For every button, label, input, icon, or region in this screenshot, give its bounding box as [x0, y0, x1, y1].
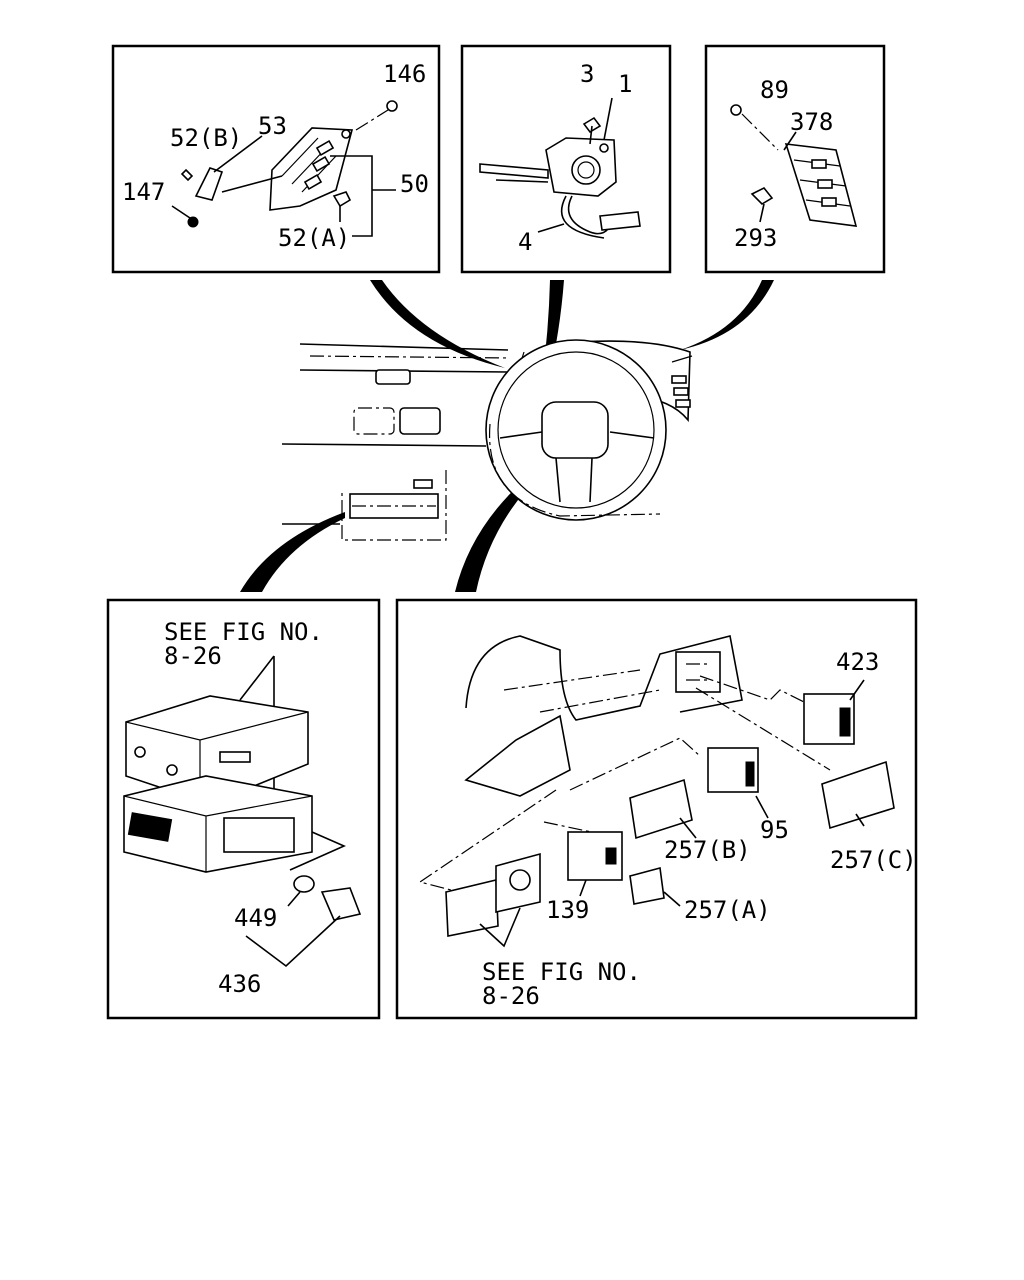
- label-52a: 52(A): [278, 224, 350, 252]
- label-89: 89: [760, 76, 789, 104]
- screw-147-icon: [187, 216, 199, 228]
- screw-3-icon: [582, 116, 602, 134]
- switch-center-ring: [571, 155, 601, 185]
- label-95: 95: [760, 816, 789, 844]
- label-257b: 257(B): [664, 836, 751, 864]
- steering-hub: [541, 401, 609, 459]
- label-53: 53: [258, 112, 287, 140]
- cap-257a: [629, 866, 665, 905]
- harness-connector: [599, 211, 641, 231]
- screw-146-icon: [386, 100, 398, 112]
- bulb-52b-icon: [180, 168, 194, 182]
- label-146: 146: [383, 60, 426, 88]
- label-257a: 257(A): [684, 896, 771, 924]
- callout-top-left: [370, 280, 505, 368]
- screw-89-icon: [730, 104, 742, 116]
- bulb-52a-icon: [332, 191, 352, 208]
- socket-436-icon: [320, 887, 362, 921]
- label-436: 436: [218, 970, 261, 998]
- panel-top-right: 89 378 293: [704, 44, 886, 274]
- see-fig-line1-left: SEE FIG NO.: [164, 618, 323, 646]
- radio-unit: [125, 695, 309, 805]
- label-52b: 52(B): [170, 124, 242, 152]
- label-257c: 257(C): [830, 846, 917, 874]
- label-4: 4: [518, 228, 532, 256]
- panel-top-center: 3 1 4: [460, 44, 672, 274]
- cap-257b: [629, 778, 693, 840]
- label-1: 1: [618, 70, 632, 98]
- see-fig-line2-right: 8-26: [482, 982, 540, 1010]
- label-139: 139: [546, 896, 589, 924]
- bulb-293-icon: [750, 186, 774, 206]
- see-fig-line2-left: 8-26: [164, 642, 222, 670]
- switch-button-2: [311, 155, 331, 173]
- panel-bottom-right: 423 95 257(B) 257(C) 139 257(A) SEE FIG …: [395, 598, 918, 1020]
- label-378: 378: [790, 108, 833, 136]
- callout-bottom-left: [240, 512, 345, 592]
- label-147: 147: [122, 178, 165, 206]
- switch-button-1: [315, 139, 335, 157]
- switch-button-3: [303, 173, 323, 191]
- cap-257c: [821, 760, 895, 830]
- label-3: 3: [580, 60, 594, 88]
- label-50: 50: [400, 170, 429, 198]
- bulb-449-icon: [293, 875, 315, 893]
- panel-bottom-left: SEE FIG NO. 8-26 449 436: [106, 598, 381, 1020]
- dash-vent-slot: [375, 369, 411, 385]
- lighter-bracket: [445, 878, 499, 937]
- callout-bottom-right: [455, 482, 526, 592]
- wiper-stalk: [479, 163, 549, 179]
- label-449: 449: [234, 904, 277, 932]
- switch-cover-53: [194, 167, 224, 201]
- dashboard-overview: [281, 339, 693, 541]
- panel-top-left: 146 52(B) 53 147 50 52(A): [111, 44, 441, 274]
- label-293: 293: [734, 224, 777, 252]
- callout-top-right: [680, 280, 774, 350]
- see-fig-line1-right: SEE FIG NO.: [482, 958, 641, 986]
- connector-block: [127, 812, 173, 842]
- label-423: 423: [836, 648, 879, 676]
